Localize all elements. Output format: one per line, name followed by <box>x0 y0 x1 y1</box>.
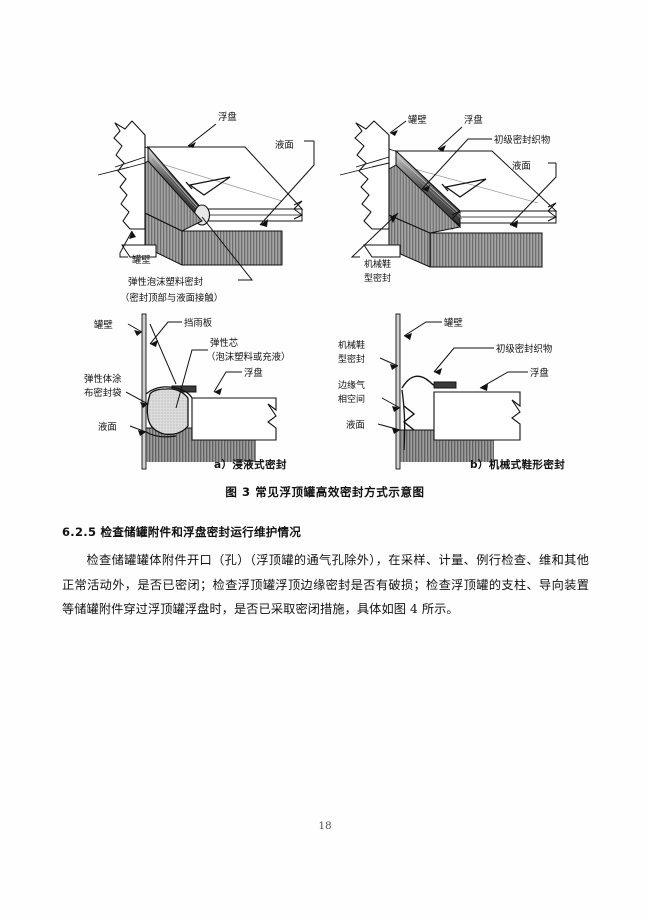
label-elastomer-bag-line2: 布密封袋 <box>84 387 122 399</box>
label-foam-seal: 弹性泡沫塑料密封 <box>128 276 203 288</box>
label-liquid-surface: 液面 <box>98 421 117 433</box>
label-elastomer-bag-line1: 弹性体涂 <box>84 373 122 385</box>
tank-wall-torn-edge <box>354 120 390 230</box>
label-rain-shield: 挡雨板 <box>184 317 213 329</box>
mechanical-shoe-seal-section-diagram: 罐壁 初级密封织物 浮盘 机械鞋 型密封 边缘气 相空间 液面 <box>338 313 552 470</box>
mechanical-shoe-seal-isometric-diagram: 罐壁 浮盘 初级密封织物 液面 机械鞋 型密封 <box>339 114 558 284</box>
label-tank-wall: 罐壁 <box>444 317 463 329</box>
body-paragraph: 检查储罐罐体附件开口（孔）（浮顶罐的通气孔除外），在采样、计量、例行检查、维和其… <box>62 553 589 617</box>
label-liquid-surface: 液面 <box>346 419 365 431</box>
liquid-mounted-seal-section-diagram: 罐壁 挡雨板 弹性芯 （泡沫塑料或充液） 浮盘 弹性体涂 布密封袋 液面 <box>84 313 290 470</box>
label-primary-seal-fabric: 初级密封织物 <box>496 343 552 355</box>
tank-wall-torn-edge <box>113 120 146 230</box>
label-floating-deck: 浮盘 <box>464 114 483 126</box>
subfigure-caption-a: a）浸液式密封 <box>214 459 287 471</box>
label-liquid-surface: 液面 <box>275 139 294 151</box>
label-mechanical-shoe-line2: 型密封 <box>364 272 391 284</box>
page-number: 18 <box>318 820 332 832</box>
label-foam-seal-note: （密封顶部与液面接触） <box>120 292 223 304</box>
elastic-foam-seal-isometric-diagram: 浮盘 液面 罐壁 弹性泡沫塑料密封 （密封顶部与液面接触） <box>97 111 315 304</box>
figure-panel-top-left: 浮盘 液面 罐壁 弹性泡沫塑料密封 （密封顶部与液面接触） <box>70 105 328 305</box>
section-heading: 6.2.5 检查储罐附件和浮盘密封运行维护情况 <box>62 525 302 539</box>
label-mechanical-shoe-line1: 机械鞋 <box>364 258 391 270</box>
figure-panel-bottom-left: 罐壁 挡雨板 弹性芯 （泡沫塑料或充液） 浮盘 弹性体涂 布密封袋 液面 <box>80 310 330 473</box>
label-floating-deck: 浮盘 <box>218 111 237 123</box>
figure-3-illustration-group: 浮盘 液面 罐壁 弹性泡沫塑料密封 （密封顶部与液面接触） <box>62 105 590 473</box>
label-floating-deck: 浮盘 <box>530 367 549 379</box>
tank-wall-inner-face <box>144 160 203 232</box>
figure-panel-top-right: 罐壁 浮盘 初级密封织物 液面 机械鞋 型密封 <box>334 105 590 305</box>
label-tank-wall: 罐壁 <box>408 114 427 126</box>
label-rim-vapor-space-line2: 相空间 <box>338 393 365 405</box>
label-elastic-core-note: （泡沫塑料或充液） <box>206 351 290 363</box>
label-primary-seal-fabric: 初级密封织物 <box>494 134 550 146</box>
label-rim-vapor-space-line1: 边缘气 <box>338 379 365 391</box>
figure-caption: 图 3 常见浮顶罐高效密封方式示意图 <box>225 485 425 499</box>
mechanical-shoe-plate <box>401 389 406 451</box>
elastomer-coated-fabric-seal-bag <box>146 388 189 435</box>
tank-wall-inner-face <box>388 164 462 234</box>
tank-wall-vertical <box>395 313 401 470</box>
label-elastic-core: 弹性芯 <box>210 337 238 349</box>
figure-panel-bottom-right: 罐壁 初级密封织物 浮盘 机械鞋 型密封 边缘气 相空间 液面 <box>334 310 588 473</box>
subfigure-caption-b: b）机械式鞋形密封 <box>470 459 566 471</box>
floating-deck-outline <box>191 397 277 441</box>
label-tank-wall: 罐壁 <box>94 319 113 331</box>
label-mechanical-shoe-line1: 机械鞋 <box>338 339 365 351</box>
floating-deck-outline <box>433 391 521 441</box>
seal-spring-zigzag <box>402 405 416 431</box>
label-liquid-surface: 液面 <box>512 160 531 172</box>
label-floating-deck: 浮盘 <box>244 367 263 379</box>
tank-wall-vertical <box>141 313 147 470</box>
label-tank-wall: 罐壁 <box>132 254 151 266</box>
label-mechanical-shoe-line2: 型密封 <box>338 353 365 365</box>
